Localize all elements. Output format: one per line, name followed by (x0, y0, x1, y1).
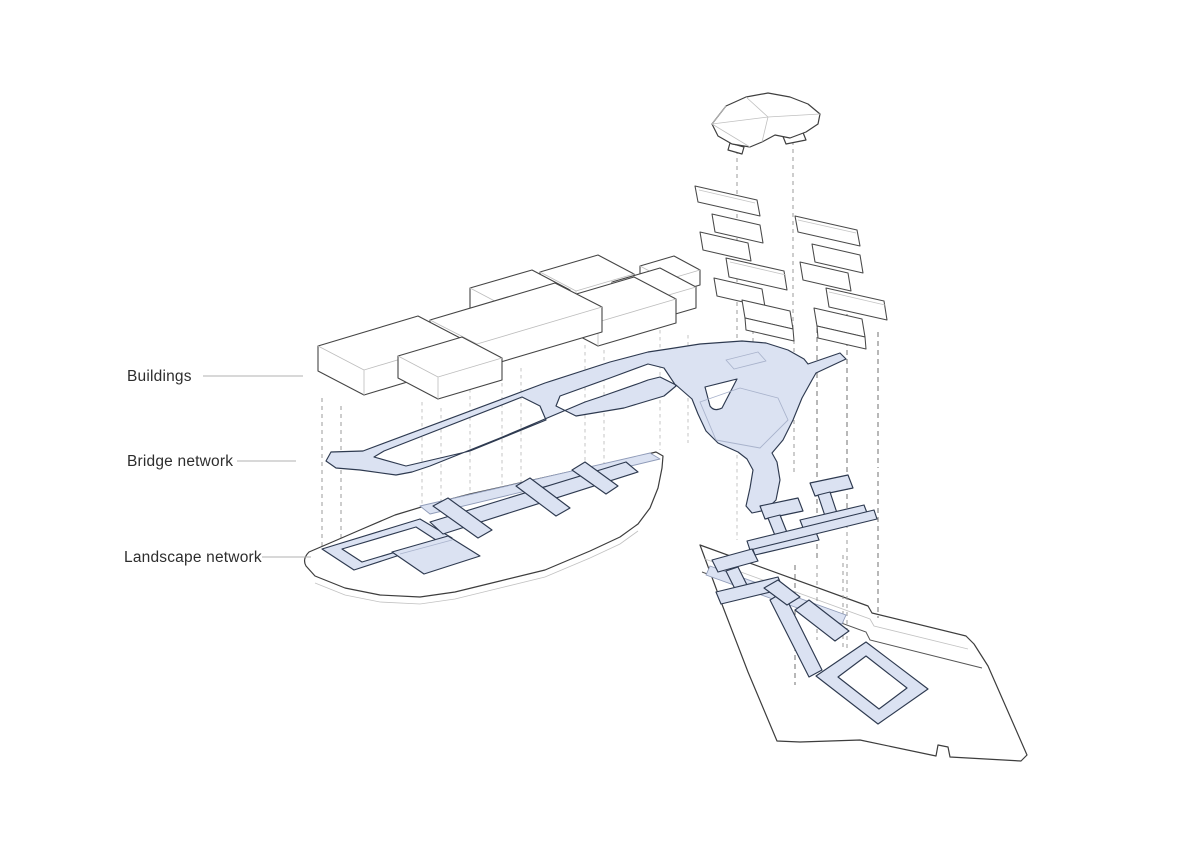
terraced-slabs-b (794, 215, 888, 350)
slab-step (725, 257, 788, 291)
bridge-plaza-hexagon (699, 387, 789, 449)
label-bridge-network: Bridge network (127, 453, 233, 470)
bridge-plaza-detail (725, 351, 767, 370)
buildings-cluster (317, 254, 701, 400)
roof-mass-outline (711, 92, 821, 148)
slab-step (825, 287, 888, 321)
ramp-segment (809, 474, 854, 497)
landscape-plate-thickness (314, 530, 639, 605)
bridge-ramps (711, 474, 878, 606)
label-landscape-network: Landscape network (124, 549, 262, 566)
ramp-segment (763, 579, 801, 606)
building-box (397, 336, 503, 400)
landscape-plate-left (303, 451, 664, 605)
landscape-patch-line (399, 539, 453, 555)
roof-mass (711, 92, 821, 155)
bridge-network (325, 340, 878, 606)
slab-side (816, 325, 867, 350)
slab-edge (698, 189, 787, 276)
landscape-center-patch (391, 535, 481, 575)
slab-side (744, 317, 795, 342)
landscape-paths-left (321, 452, 661, 575)
slab-step (699, 231, 752, 262)
landscape-loop-right (815, 641, 929, 725)
ramp-segment (711, 548, 759, 573)
slab-step (794, 215, 861, 247)
landscape-cross-strip (432, 497, 493, 539)
slab-step (711, 213, 764, 244)
landscape-cross-strip (515, 477, 571, 517)
layer-labels: Buildings Bridge network Landscape netwo… (124, 368, 311, 566)
ramp-segment (759, 497, 804, 520)
terraced-slabs-a (694, 185, 795, 342)
ramp-feed-band (794, 599, 850, 642)
slab-edge (797, 219, 886, 306)
label-buildings: Buildings (127, 368, 192, 385)
ramp-long-band (746, 509, 878, 551)
roof-mass-facets (711, 96, 821, 148)
slab-step (799, 261, 852, 292)
slab-step (694, 185, 761, 217)
slab-step (811, 243, 864, 274)
building-box-edges (397, 355, 503, 399)
landscape-cross-strip (571, 461, 619, 495)
